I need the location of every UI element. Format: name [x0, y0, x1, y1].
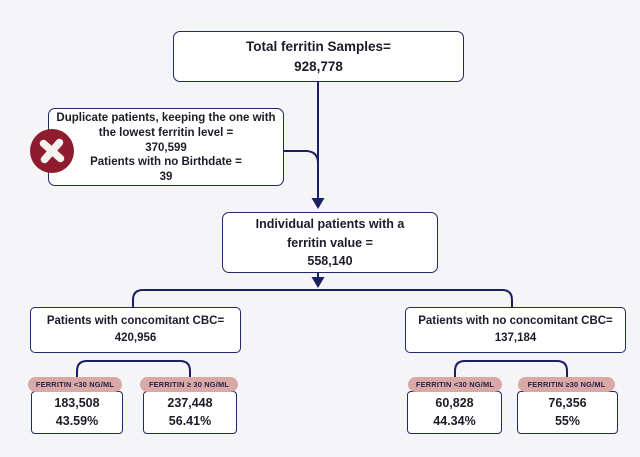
leaf-count: 76,356 [548, 396, 587, 410]
cbc-branch-title: Patients with concomitant CBC= [46, 315, 225, 327]
total-samples-title: Total ferritin Samples= [246, 39, 391, 54]
ferritin-label-pill: FERRITIN ≥30 NG/ML [518, 377, 615, 392]
leaf-percent: 44.34% [433, 413, 476, 428]
ferritin-label-pill: FERRITIN ≥ 30 NG/ML [140, 377, 238, 392]
cbc-branch-value: 420,956 [114, 332, 157, 344]
leaf-percent: 56.41% [168, 413, 212, 428]
ferritin-label-pill: FERRITIN <30 NG/ML [28, 377, 122, 392]
exclusion-value: 370,599 [145, 141, 187, 154]
connector-exclusion-elbow [283, 150, 319, 164]
total-samples-value: 928,778 [294, 59, 343, 74]
leaf-box: 76,356 55% [517, 391, 618, 434]
cbc-branch-box: Patients with concomitant CBC= 420,956 [30, 307, 241, 353]
no-cbc-branch-box: Patients with no concomitant CBC= 137,18… [405, 307, 626, 353]
exclusion-box: Duplicate patients, keeping the one with… [48, 108, 284, 186]
leaf-box: 60,828 44.34% [407, 391, 502, 434]
individual-line: Individual patients with a [255, 217, 405, 231]
leaf-count: 60,828 [435, 396, 474, 410]
leaf-box: 237,448 56.41% [143, 391, 237, 434]
connector-main-split [132, 289, 513, 308]
x-circle-icon [30, 129, 74, 173]
individual-line: ferritin value = [287, 235, 373, 250]
exclusion-line: Duplicate patients, keeping the one with [56, 112, 276, 124]
leaf-box: 183,508 43.59% [31, 391, 123, 434]
exclusion-line: the lowest ferritin level = [98, 126, 234, 139]
exclusion-value: 39 [159, 171, 173, 184]
leaf-count: 183,508 [54, 396, 100, 410]
exclusion-line: Patients with no Birthdate = [90, 156, 242, 169]
no-cbc-branch-value: 137,184 [494, 332, 537, 344]
connector-right-bracket [454, 360, 568, 378]
leaf-count: 237,448 [167, 396, 213, 410]
arrowhead-into-split [311, 277, 325, 288]
individual-value: 558,140 [307, 254, 353, 268]
total-samples-box: Total ferritin Samples= 928,778 [173, 31, 464, 82]
no-cbc-branch-title: Patients with no concomitant CBC= [418, 315, 613, 327]
arrowhead-into-individual [311, 198, 325, 209]
individual-patients-box: Individual patients with a ferritin valu… [222, 212, 438, 273]
ferritin-label-pill: FERRITIN <30 NG/ML [408, 377, 502, 392]
leaf-percent: 43.59% [55, 413, 99, 428]
leaf-percent: 55% [554, 413, 581, 428]
connector-left-bracket [76, 360, 191, 378]
